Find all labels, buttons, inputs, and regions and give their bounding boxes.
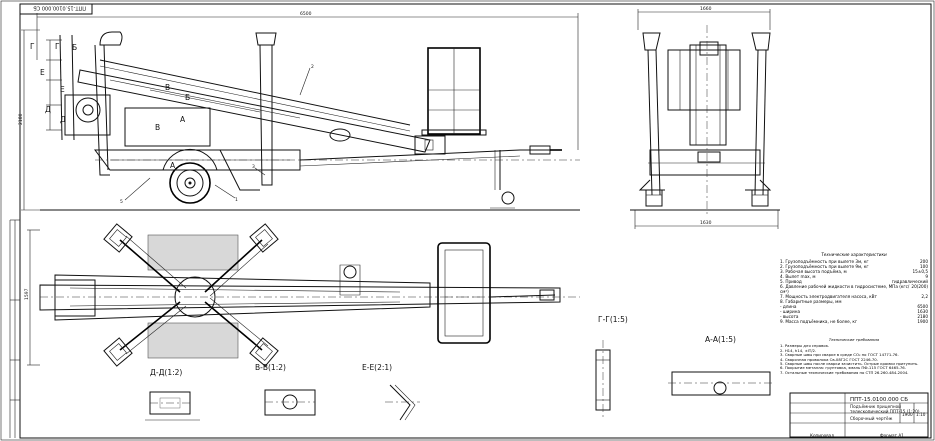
- tech-spec-value: 1900: [917, 319, 928, 324]
- view-title-aa: А-А(1:5): [705, 335, 736, 344]
- tech-req-line: 4. Сварочная проволока Св-08Г2С ГОСТ 224…: [780, 356, 878, 362]
- view-title-dd: Д-Д(1:2): [150, 368, 182, 377]
- tech-spec-param: 9. Масса подъёмника, не более, кг: [780, 319, 858, 324]
- section-mark-b2: Б: [185, 93, 190, 102]
- tech-spec-param: 2. Грузоподъёмность при вылете 9м, кг: [780, 264, 869, 269]
- view-title-vv: В-В(1:2): [255, 363, 286, 372]
- tech-spec-row: 8. Габаритные размеры, мм: [780, 299, 928, 304]
- tech-spec-value: 2,2: [921, 294, 928, 299]
- section-mark-g1: Г: [30, 42, 35, 51]
- title-mass: 1900: [902, 412, 913, 417]
- title-format: Формат А1: [880, 433, 904, 438]
- side-view: 6500 2180: [18, 11, 580, 211]
- tech-spec-row: 1. Грузоподъёмность при вылете 3м, кг 200: [780, 259, 928, 264]
- inner-frame: [19, 3, 932, 439]
- tech-spec-value: 100: [920, 264, 928, 269]
- section-v-v: В-В(1:2): [255, 363, 316, 416]
- height-dimension: 2180: [18, 113, 24, 125]
- title-designation: ППТ-15.0100.000 СБ: [850, 397, 908, 403]
- section-mark-a1: А: [180, 115, 186, 124]
- tech-req-line: 3. Сварные швы при сварке в среде CO₂ по…: [780, 352, 899, 358]
- tech-req-title: Технические требования: [828, 337, 880, 342]
- section-mark-g2: Г: [55, 42, 60, 51]
- tech-req: Технические требования 1. Размеры для сп…: [780, 337, 928, 375]
- tech-spec-value: 15±0,5: [912, 269, 929, 274]
- tech-req-line: 2. Н14, h14, ±IT/2.: [780, 347, 817, 353]
- section-mark-v2: В: [155, 123, 160, 132]
- section-a-a: А-А(1:5): [668, 335, 775, 396]
- callout-2: 2: [311, 64, 314, 70]
- section-mark-d2: Д: [60, 115, 66, 124]
- section-mark-d1: Д: [45, 105, 51, 114]
- tech-spec-value: 200: [920, 259, 928, 264]
- tech-spec-row: 9. Масса подъёмника, не более, кг 1900: [780, 319, 928, 324]
- tech-spec-value: 20(200): [911, 284, 928, 289]
- section-mark-e1: Е: [40, 68, 45, 77]
- tech-spec-row: 5. Привод гидравлический: [780, 279, 928, 284]
- tech-spec-row: - длина 6500: [780, 304, 928, 309]
- title-copied: Копировал: [810, 433, 834, 438]
- tech-spec-param: - высота: [780, 314, 799, 319]
- section-g-g: Г-Г(1:5): [595, 315, 628, 420]
- top-stamp-text: ППТ-15.0100.000 СБ: [33, 5, 86, 11]
- callout-5: 5: [120, 199, 123, 205]
- tech-spec-param: 3. Рабочая высота подъёма, м: [780, 269, 847, 274]
- tech-spec-row: - высота 2180: [780, 314, 928, 319]
- plan-view: 1597: [24, 223, 580, 367]
- tech-spec-param: 8. Габаритные размеры, мм: [780, 299, 842, 304]
- tech-spec-row: - ширина 1630: [780, 309, 928, 314]
- length-dimension: 6500: [300, 11, 312, 17]
- tech-spec-param: 6. Давление рабочей жидкости в гидросист…: [780, 284, 910, 294]
- front-view: 1660 1630: [630, 6, 780, 229]
- title-name-2: телескопический ППТ-15 (1:20): [850, 409, 920, 414]
- top-stamp: ППТ-15.0100.000 СБ: [19, 3, 93, 15]
- section-mark-v1: В: [165, 83, 170, 92]
- tech-spec-value: 9: [925, 274, 928, 279]
- title-scale: 1:10: [916, 412, 926, 417]
- tech-req-line: 6. Покрытие металла: грунтовка, эмаль ПФ…: [780, 365, 906, 371]
- tech-spec-value: 2180: [917, 314, 928, 319]
- callout-3: 3: [252, 164, 255, 170]
- tech-spec-row: 6. Давление рабочей жидкости в гидросист…: [780, 284, 928, 294]
- tech-spec-value: 6500: [917, 304, 928, 309]
- tech-spec-param: 1. Грузоподъёмность при вылете 3м, кг: [780, 259, 869, 264]
- tech-spec: Технические характеристики 1. Грузоподъё…: [780, 252, 928, 324]
- tech-req-lines: 1. Размеры для справок.2. Н14, h14, ±IT/…: [780, 343, 928, 375]
- tech-req-line: 7. Остальные технические требования по С…: [780, 369, 909, 375]
- callout-1: 1: [235, 197, 238, 203]
- section-mark-a2: А: [170, 161, 176, 170]
- tech-spec-title: Технические характеристики: [821, 252, 887, 257]
- tech-spec-param: 7. Мощность электродвигателя насоса, кВт: [780, 294, 877, 299]
- tech-req-line: 5. Сварные швы после сварки зачистить. О…: [780, 361, 919, 367]
- section-mark-e2: Е: [60, 85, 65, 94]
- section-mark-b1: Б: [72, 43, 77, 52]
- tech-spec-param: - ширина: [780, 309, 801, 314]
- front-width-bottom: 1630: [700, 220, 712, 226]
- tech-spec-row: 3. Рабочая высота подъёма, м 15±0,5: [780, 269, 928, 274]
- tech-spec-value: гидравлический: [891, 279, 928, 284]
- title-name-3: Сборочный чертёж: [850, 416, 893, 421]
- tech-spec-param: 5. Привод: [780, 279, 802, 284]
- tech-spec-rows: 1. Грузоподъёмность при вылете 3м, кг 200…: [780, 259, 928, 324]
- title-block: ППТ-15.0100.000 СБ Подъёмник прицепной т…: [789, 392, 929, 438]
- title-name-1: Подъёмник прицепной: [850, 404, 901, 409]
- tech-spec-param: - длина: [780, 304, 797, 309]
- tech-spec-value: 1630: [917, 309, 928, 314]
- tech-spec-row: 2. Грузоподъёмность при вылете 9м, кг 100: [780, 264, 928, 269]
- view-title-ee: Е-Е(2:1): [362, 363, 392, 372]
- tech-spec-param: 4. Вылет max, м: [780, 274, 816, 279]
- front-width-top: 1660: [700, 6, 712, 12]
- tech-spec-row: 4. Вылет max, м 9: [780, 274, 928, 279]
- tech-spec-row: 7. Мощность электродвигателя насоса, кВт…: [780, 294, 928, 299]
- plan-width-dimension: 1597: [24, 288, 30, 300]
- section-d-d: Д-Д(1:2): [145, 368, 200, 421]
- section-e-e: Е-Е(2:1): [362, 363, 420, 421]
- view-title-gg: Г-Г(1:5): [598, 315, 628, 324]
- tech-req-line: 1. Размеры для справок.: [780, 343, 830, 349]
